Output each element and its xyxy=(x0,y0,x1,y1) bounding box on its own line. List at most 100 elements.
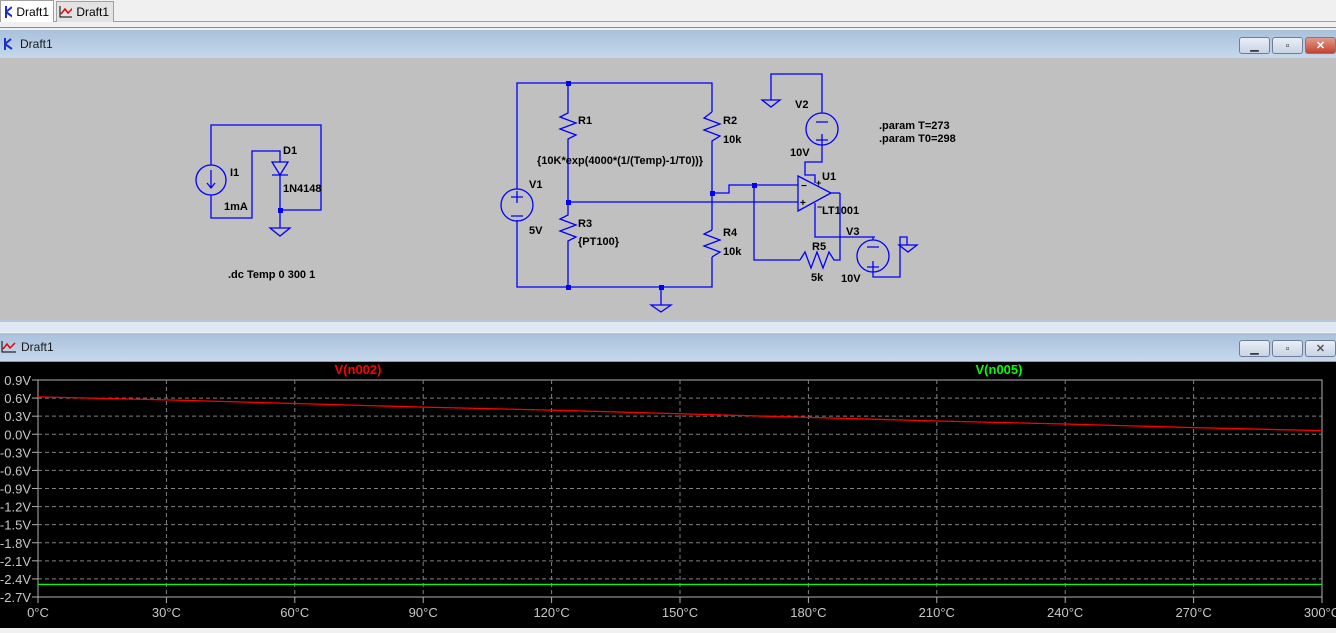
label-R4: R4 xyxy=(723,227,738,239)
label-R1-value: {10K*exp(4000*(1/(Temp)-1/T0))} xyxy=(537,155,704,167)
wire xyxy=(516,220,713,288)
restore-icon: ▫ xyxy=(1285,342,1290,355)
schematic-icon xyxy=(5,5,13,18)
label-R5-value: 5k xyxy=(811,272,824,284)
label-R2-value: 10k xyxy=(723,134,742,146)
y-tick-label: -0.3V xyxy=(0,445,31,460)
plot-window-titlebar[interactable]: Draft1 ▁ ▫ ✕ xyxy=(0,333,1336,362)
waveform-chart: 0°C 30°C 60°C 90°C 120°C 150°C 180°C 210°C 240°C… xyxy=(0,362,1336,620)
x-tick-label: 240°C xyxy=(1047,605,1083,620)
close-button[interactable]: ✕ xyxy=(1305,340,1336,357)
x-tick-label: 300°C xyxy=(1304,605,1336,620)
y-tick-label: 0.6V xyxy=(4,391,31,406)
schematic-window-titlebar[interactable]: Draft1 ▁ ▫ ✕ xyxy=(0,30,1336,59)
wire xyxy=(516,82,713,182)
label-I1: I1 xyxy=(230,167,239,179)
label-U1: U1 xyxy=(822,171,836,183)
label-R4-value: 10k xyxy=(723,246,742,258)
label-V2-value: 10V xyxy=(790,147,810,159)
label-I1-value: 1mA xyxy=(224,201,248,213)
ground-symbol xyxy=(648,287,674,313)
y-tick-label: -2.4V xyxy=(0,572,31,587)
series-line-vn002 xyxy=(37,396,1323,432)
y-tick-label: 0.9V xyxy=(4,373,31,388)
label-V1: V1 xyxy=(529,179,542,191)
restore-button[interactable]: ▫ xyxy=(1272,340,1303,357)
dc-directive[interactable]: .dc Temp 0 300 1 xyxy=(228,269,315,281)
legend-entry[interactable]: V(n002) xyxy=(335,362,382,377)
opamp-U1[interactable] xyxy=(797,146,875,238)
minimize-button[interactable]: ▁ xyxy=(1239,37,1270,54)
label-R5: R5 xyxy=(812,241,826,253)
tab-waveform[interactable]: Draft1 xyxy=(56,1,114,22)
label-V2: V2 xyxy=(795,99,808,111)
resistor-R2[interactable] xyxy=(702,111,722,230)
svg-text:−: − xyxy=(801,181,807,192)
tab-label: Draft1 xyxy=(76,5,109,19)
tab-label: Draft1 xyxy=(16,4,49,19)
y-tick-label: -1.8V xyxy=(0,536,31,551)
y-tick-label: -1.5V xyxy=(0,518,31,533)
x-tick-label: 0°C xyxy=(27,605,49,620)
param-directive-T0[interactable]: .param T0=298 xyxy=(879,133,956,145)
x-tick-label: 180°C xyxy=(790,605,826,620)
close-icon: ✕ xyxy=(1315,343,1326,355)
schematic-icon xyxy=(4,38,13,50)
label-D1-value: 1N4148 xyxy=(283,183,322,195)
voltage-source-V3[interactable] xyxy=(856,236,908,278)
x-tick-label: 210°C xyxy=(919,605,955,620)
y-tick-label: -0.9V xyxy=(0,482,31,497)
restore-button[interactable]: ▫ xyxy=(1272,37,1303,54)
label-R1: R1 xyxy=(578,115,592,127)
minimize-icon: ▁ xyxy=(1250,343,1259,355)
svg-text:+: + xyxy=(816,178,821,188)
y-tick-label: 0.3V xyxy=(4,409,31,424)
window-divider xyxy=(0,320,1336,332)
close-button[interactable]: ✕ xyxy=(1305,37,1336,54)
y-tick-label: -0.6V xyxy=(0,463,31,478)
wire xyxy=(210,124,322,211)
y-tick-label: -1.2V xyxy=(0,500,31,515)
svg-text:+: + xyxy=(800,198,806,209)
label-V3-value: 10V xyxy=(841,273,861,285)
wire xyxy=(210,150,281,219)
x-tick-label: 120°C xyxy=(533,605,569,620)
voltage-source-V2[interactable] xyxy=(770,73,839,146)
y-tick-label: -2.7V xyxy=(0,590,31,605)
schematic-drawing: −+ +− I1 1mA D1 1N4148 V1 5V R1 {10K*exp… xyxy=(195,73,956,313)
y-tick-label: -2.1V xyxy=(0,554,31,569)
svg-text:−: − xyxy=(817,202,822,212)
x-tick-label: 90°C xyxy=(409,605,438,620)
minimize-icon: ▁ xyxy=(1250,40,1259,52)
window-title: Draft1 xyxy=(20,37,53,51)
diode-D1[interactable] xyxy=(270,161,290,226)
resistor-R4[interactable] xyxy=(702,229,722,258)
x-tick-label: 150°C xyxy=(662,605,698,620)
legend-entry[interactable]: V(n005) xyxy=(976,362,1023,377)
label-U1-value: LT1001 xyxy=(822,205,859,217)
minimize-button[interactable]: ▁ xyxy=(1239,340,1270,357)
window-title: Draft1 xyxy=(21,340,54,354)
label-R3-value: {PT100} xyxy=(578,236,620,248)
resistor-R5[interactable] xyxy=(799,193,841,270)
label-R2: R2 xyxy=(723,115,737,127)
label-V1-value: 5V xyxy=(529,225,543,237)
x-tick-label: 30°C xyxy=(152,605,181,620)
wire xyxy=(712,184,798,194)
junction-dots xyxy=(278,81,757,290)
voltage-source-V1[interactable] xyxy=(500,182,534,222)
current-source-I1[interactable] xyxy=(195,164,227,196)
resistor-R3[interactable] xyxy=(558,202,578,287)
restore-icon: ▫ xyxy=(1285,39,1290,52)
wire xyxy=(753,185,800,261)
schematic-canvas[interactable]: −+ +− I1 1mA D1 1N4148 V1 5V R1 {10K*exp… xyxy=(0,58,1336,320)
y-tick-label: 0.0V xyxy=(4,427,31,442)
x-tick-label: 60°C xyxy=(280,605,309,620)
ground-symbol xyxy=(760,99,782,108)
tab-schematic[interactable]: Draft1 xyxy=(0,0,54,22)
label-R3: R3 xyxy=(578,218,592,230)
waveform-plot[interactable]: 0°C 30°C 60°C 90°C 120°C 150°C 180°C 210°C 240°C… xyxy=(0,362,1336,628)
resistor-R1[interactable] xyxy=(558,83,578,202)
param-directive-T[interactable]: .param T=273 xyxy=(879,120,950,132)
label-V3: V3 xyxy=(846,226,859,238)
